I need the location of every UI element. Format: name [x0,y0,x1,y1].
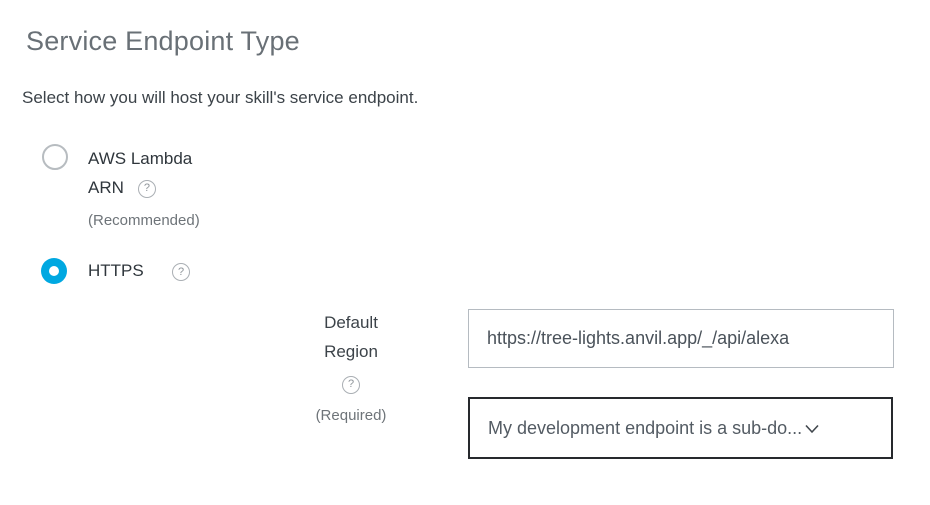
https-help-icon[interactable]: ? [172,263,190,281]
radio-aws-lambda-arn[interactable] [42,144,68,170]
radio-dot [49,266,59,276]
recommended-note: (Recommended) [88,212,200,229]
default-region-help-icon[interactable]: ? [342,375,360,394]
ssl-select-value: My development endpoint is a sub-do... [488,417,803,438]
https-label[interactable]: HTTPS [88,261,144,280]
aws-lambda-help-icon[interactable]: ? [137,179,156,198]
chevron-down-icon [805,424,819,434]
default-region-field-labels: Default Region ? (Required) [301,308,401,430]
required-note: (Required) [315,407,387,424]
radio-https[interactable] [41,258,67,284]
aws-lambda-arn-label[interactable]: AWS Lambda ARN [88,149,193,197]
section-subtitle: Select how you will host your skill's se… [22,88,419,107]
ssl-certificate-select[interactable]: My development endpoint is a sub-do... [468,397,893,459]
aws-lambda-arn-option: AWS Lambda ARN? (Recommended) [88,144,222,235]
endpoint-url-input[interactable] [468,309,894,368]
default-region-label: Default Region [324,313,378,361]
page-title: Service Endpoint Type [26,26,300,56]
